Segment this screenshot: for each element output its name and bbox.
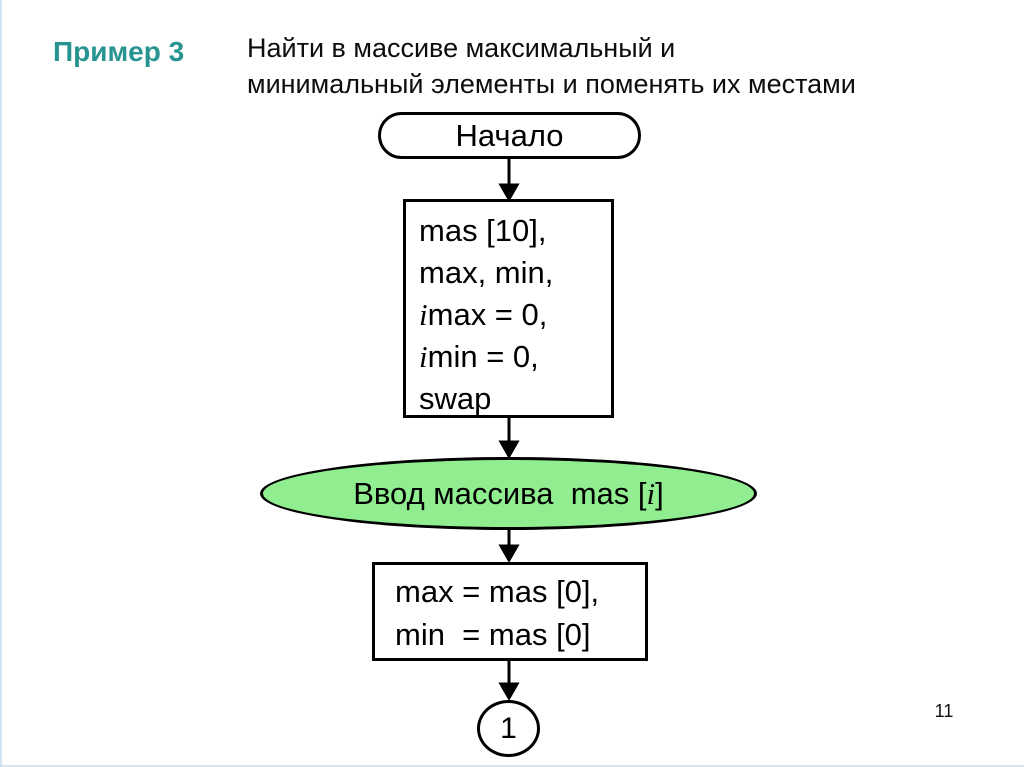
start-terminal: Начало <box>378 112 641 159</box>
task-line-1: Найти в массиве максимальный и <box>247 33 676 63</box>
input-label-var: i <box>646 475 656 511</box>
task-description: Найти в массиве максимальный и минимальн… <box>247 30 856 102</box>
arrowhead-input-to-assign <box>498 544 520 564</box>
declaration-block: mas [10], max, min, imax = 0, imin = 0, … <box>403 199 614 418</box>
arrowhead-start-to-decl <box>498 183 520 203</box>
slide-left-edge <box>0 0 2 767</box>
example-label: Пример 3 <box>53 36 185 67</box>
slide-bottom-edge <box>0 765 1024 767</box>
task-line-2: минимальный элементы и поменять их места… <box>247 69 856 99</box>
decl-line-3-rest: max = 0, <box>427 297 548 332</box>
decl-line-3: imax = 0, <box>419 294 611 336</box>
decl-line-4-rest: min = 0, <box>427 339 539 374</box>
arrowhead-assign-to-connector <box>498 682 520 702</box>
decl-line-3-var: i <box>419 297 428 332</box>
page-number: 11 <box>934 701 954 721</box>
input-block: Ввод массива mas [i] <box>260 457 757 530</box>
start-terminal-label: Начало <box>455 117 564 153</box>
assignment-block: max = mas [0], min = mas [0] <box>372 562 648 661</box>
connector-circle: 1 <box>477 700 540 757</box>
decl-line-4: imin = 0, <box>419 336 611 378</box>
input-label-suffix: ] <box>655 475 664 511</box>
decl-line-1: mas [10], <box>419 213 547 248</box>
assign-line-2: min = mas [0] <box>395 617 591 652</box>
decl-line-2: max, min, <box>419 255 554 290</box>
arrowhead-decl-to-input <box>498 440 520 460</box>
input-block-label: Ввод массива mas [i] <box>353 476 664 512</box>
connector-label: 1 <box>500 711 517 745</box>
decl-line-4-var: i <box>419 339 428 374</box>
decl-line-5: swap <box>419 381 492 416</box>
input-label-prefix: Ввод массива mas [ <box>353 475 647 511</box>
assign-line-1: max = mas [0], <box>395 574 600 609</box>
